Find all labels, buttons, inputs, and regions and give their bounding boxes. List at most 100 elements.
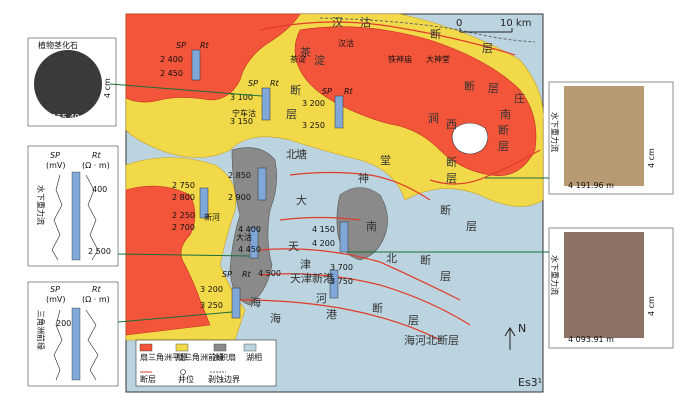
map-area: SP Rt SP Rt SP Rt SP Rt 2 400 2 450 3 10… [125, 13, 544, 393]
scale-start: 0 [456, 18, 462, 29]
log-rt-label: Rt [92, 151, 102, 160]
place-label: 大沽 [236, 232, 252, 242]
fault-label: 海 [250, 295, 261, 309]
well-column [334, 95, 344, 129]
fault-central-1 [289, 171, 431, 201]
fault-central-2 [279, 216, 361, 221]
legend-label: 扇三角洲前缘 [176, 352, 224, 362]
well-column [199, 187, 209, 219]
well-header-rt: Rt [242, 270, 252, 279]
log-rt-curve [85, 174, 99, 261]
fault-hangu [259, 21, 516, 56]
fault-south-2 [259, 273, 471, 326]
plant-fossil-panel: 植物茎化石 3 155.49 m 4 cm [27, 37, 117, 127]
fault-south-3 [239, 299, 441, 341]
depth-label: 4 450 [238, 245, 261, 254]
core-photo-facies: 水下重力流 [550, 112, 560, 152]
legend: 扇三角洲平原 扇三角洲前缘 浊积扇 湖相 断层 井位 剥蚀边界 [135, 339, 277, 387]
fault-label: 天津新港 [290, 271, 334, 285]
scale-bar: 0 10 km [456, 18, 531, 33]
depth-label: 2 450 [160, 69, 183, 78]
log-rt-label: Rt [92, 285, 102, 294]
fault-label: 北 [386, 252, 397, 265]
well-header-sp: SP [222, 270, 232, 279]
log-facies: 水下重力流 [36, 185, 46, 225]
fault-label: 庄 [514, 91, 525, 105]
fault-label: 神 [358, 171, 369, 185]
log-depth: 400 [92, 185, 107, 194]
leader-lines [109, 83, 549, 323]
stratum-label: Es3¹ [518, 376, 542, 389]
core-photo-panel-top: 4 191.96 m 水下重力流 4 cm [548, 81, 674, 195]
plant-fossil-photo [34, 50, 102, 118]
depth-label: 3 200 [200, 285, 223, 294]
depth-label: 3 150 [230, 117, 253, 126]
depth-label: 2 900 [228, 193, 251, 202]
fault-label: 断 [372, 301, 383, 315]
erosion-patch [451, 122, 489, 155]
fan-delta-plain-north [125, 13, 301, 103]
log-column [71, 307, 81, 381]
fault-label: 茶 [300, 46, 311, 59]
fault-label: 大 [296, 193, 307, 207]
well-headers: SP Rt SP Rt SP Rt SP Rt [176, 41, 354, 279]
fault-label: 断 [440, 203, 451, 217]
depth-labels: 2 400 2 450 3 100 3 150 3 200 3 250 2 85… [160, 55, 353, 310]
depth-label: 3 200 [302, 99, 325, 108]
core-photo-depth: 4 191.96 m [568, 181, 614, 190]
fault-label: 南 [500, 108, 511, 121]
fault-label: 港 [326, 308, 337, 321]
legend-label: 湖相 [246, 352, 262, 362]
legend-well-symbol [180, 369, 186, 375]
log-rt-unit: (Ω · m) [82, 295, 110, 304]
fault-label: 海河北断层 [404, 333, 459, 347]
well-column [329, 269, 339, 299]
log-depth: 200 [56, 319, 71, 328]
place-labels: 汉沽 茶淀 铁神庙 大神堂 宁车沽 大沽 新河 [204, 38, 450, 242]
depth-label: 3 700 [330, 263, 353, 272]
well-column [257, 167, 267, 201]
log-sp-unit: (mV) [46, 161, 66, 170]
well-column [339, 221, 349, 253]
legend-swatch [175, 343, 189, 352]
well-header-rt: Rt [200, 41, 210, 50]
north-arrow-label: N [518, 322, 526, 335]
core-photo-panel-bottom: 4 093.91 m 水下重力流 4 cm [548, 227, 674, 349]
leader-line [117, 311, 233, 323]
depth-label: 3 100 [230, 93, 253, 102]
fault-label: 河 [316, 292, 327, 305]
scale-end: 10 km [500, 18, 531, 29]
place-label: 汉沽 [338, 38, 354, 48]
fault-label: 层 [482, 42, 493, 55]
well-column [249, 227, 259, 259]
core-photo-facies: 水下重力流 [550, 255, 560, 295]
depth-label: 3 250 [200, 301, 223, 310]
log-column [71, 171, 81, 261]
fault-label: 西 [446, 118, 457, 131]
core-photo-scale: 4 cm [647, 148, 656, 168]
fault-label: 天 [288, 240, 299, 253]
log-facies: 三角洲前缘 [36, 310, 46, 350]
fault-label: 断 [464, 79, 475, 93]
depth-label: 2 850 [228, 171, 251, 180]
fault-label: 断 [420, 253, 431, 267]
erosion-boundary [319, 17, 536, 43]
depth-label: 4 150 [312, 225, 335, 234]
fault-label: 断 [290, 83, 301, 97]
fault-label: 南 [366, 220, 377, 233]
fault-label: 层 [488, 82, 499, 95]
place-label: 茶淀 [290, 54, 306, 64]
fault-label: 层 [498, 140, 509, 153]
well-header-sp: SP [248, 79, 258, 88]
depth-label: 2 800 [172, 193, 195, 202]
well-column [261, 87, 271, 121]
fault-labels: 汉 沽 断 层 断 层 庄 南 断 层 涧 西 断 层 茶 淀 断 层 大 神 … [250, 16, 525, 347]
fault-label: 层 [408, 314, 419, 327]
fault-label: 海 [270, 311, 281, 325]
well-column [191, 49, 201, 81]
fault-label: 层 [446, 172, 457, 185]
core-photo-scale: 4 cm [647, 296, 656, 316]
fault-lines [239, 21, 541, 341]
north-arrow: N [504, 322, 526, 350]
log-depth: 2 500 [88, 247, 111, 256]
